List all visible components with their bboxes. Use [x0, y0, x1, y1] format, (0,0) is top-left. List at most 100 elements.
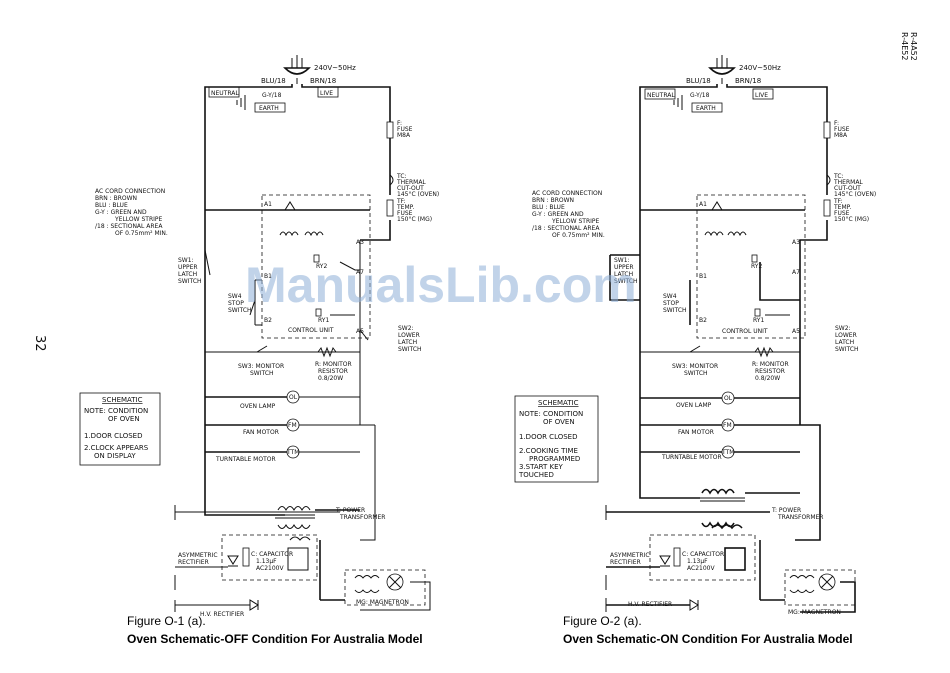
svg-text:OF 0.75mm² MIN.: OF 0.75mm² MIN. — [552, 232, 605, 239]
note-item-2b: PROGRAMMED — [529, 455, 580, 463]
turntable-motor-label: TURNTABLE MOTOR — [215, 456, 276, 463]
svg-text:LOWER: LOWER — [835, 332, 857, 339]
svg-text:BLU : BLUE: BLU : BLUE — [532, 204, 565, 211]
resistor-label: R: MONITOR RESISTOR 0.8/20W — [315, 361, 352, 382]
neutral-label: NEUTRAL — [211, 90, 239, 97]
svg-text:150°C (MG): 150°C (MG) — [834, 216, 869, 223]
terminal-a5: A5 — [356, 328, 364, 335]
gy18-label: G-Y/18 — [690, 92, 710, 99]
model-header: R-4A52 R-4E52 — [900, 32, 918, 61]
svg-text:M8A: M8A — [397, 132, 411, 139]
ttm-symbol: TTM — [721, 449, 734, 456]
svg-text:BRN : BROWN: BRN : BROWN — [95, 195, 137, 202]
svg-text:CUT-OUT: CUT-OUT — [834, 185, 861, 192]
sw2-label: SW2: LOWER LATCH SWITCH — [398, 325, 422, 353]
svg-text:G-Y : GREEN AND: G-Y : GREEN AND — [95, 209, 147, 216]
sw3-label: SW3: MONITOR SWITCH — [672, 363, 718, 377]
tf-label: TF: TEMP. FUSE 150°C (MG) — [833, 198, 869, 223]
transformer-label: T: POWER TRANSFORMER — [335, 507, 385, 521]
sw1-label: SW1: UPPER LATCH SWITCH — [614, 257, 638, 285]
plug-symbol — [708, 55, 736, 84]
sw4-label: SW4 STOP SWITCH — [663, 293, 687, 314]
svg-text:BRN : BROWN: BRN : BROWN — [532, 197, 574, 204]
ol-symbol: OL — [724, 395, 733, 402]
brn18-label: BRN/18 — [310, 77, 336, 85]
svg-text:M8A: M8A — [834, 132, 848, 139]
svg-text:SWITCH: SWITCH — [398, 346, 422, 353]
terminal-a7: A7 — [356, 269, 364, 276]
live-label: LIVE — [755, 92, 768, 99]
magnetron-label: MG: MAGNETRON — [356, 599, 409, 606]
svg-text:CUT-OUT: CUT-OUT — [397, 185, 424, 192]
relay-ry2: RY2 — [751, 263, 762, 270]
schematic-title: SCHEMATIC — [102, 396, 143, 404]
turntable-motor-label: TURNTABLE MOTOR — [661, 454, 722, 461]
terminal-b2: B2 — [264, 317, 272, 324]
svg-text:TEMP.: TEMP. — [396, 204, 414, 211]
svg-text:SW3: MONITOR: SW3: MONITOR — [238, 363, 284, 370]
fan-motor-label: FAN MOTOR — [678, 429, 714, 436]
tc-label: TC: THERMAL CUT-OUT 145°C (OVEN) — [396, 173, 439, 198]
live-label: LIVE — [320, 90, 333, 97]
svg-text:LATCH: LATCH — [178, 271, 197, 278]
svg-text:SW2:: SW2: — [835, 325, 851, 332]
note-condition: NOTE: CONDITION — [519, 410, 583, 418]
svg-text:/18 : SECTIONAL AREA: /18 : SECTIONAL AREA — [532, 225, 600, 232]
terminal-a1: A1 — [264, 201, 272, 208]
fm-symbol: FM — [723, 422, 732, 429]
svg-text:F:: F: — [834, 120, 839, 127]
svg-text:C: CAPACITOR: C: CAPACITOR — [682, 551, 724, 558]
svg-text:T: POWER: T: POWER — [771, 507, 801, 514]
terminal-b1: B1 — [699, 273, 707, 280]
tc-label: TC: THERMAL CUT-OUT 145°C (OVEN) — [833, 173, 876, 198]
magnetron-label: MG: MAGNETRON — [788, 609, 841, 616]
svg-text:THERMAL: THERMAL — [833, 179, 863, 186]
page-number: 32 — [32, 335, 47, 352]
earth-label: EARTH — [259, 105, 279, 112]
svg-text:STOP: STOP — [228, 300, 244, 307]
model-number-1: R-4A52 — [909, 32, 918, 61]
svg-text:STOP: STOP — [663, 300, 679, 307]
svg-text:0.8/20W: 0.8/20W — [755, 375, 780, 382]
terminal-b1: B1 — [264, 273, 272, 280]
svg-text:/18 : SECTIONAL AREA: /18 : SECTIONAL AREA — [95, 223, 163, 230]
svg-text:FUSE: FUSE — [834, 126, 850, 133]
svg-text:TC:: TC: — [396, 173, 407, 180]
supply-label: 240V~50Hz — [314, 64, 356, 72]
svg-text:F:: F: — [397, 120, 402, 127]
schematic-note-box — [79, 392, 161, 466]
svg-text:SW2:: SW2: — [398, 325, 414, 332]
svg-text:SW1:: SW1: — [614, 257, 630, 264]
supply-label: 240V~50Hz — [739, 64, 781, 72]
svg-text:RECTIFIER: RECTIFIER — [610, 559, 641, 566]
figure-caption-title: Oven Schematic-OFF Condition For Austral… — [127, 632, 423, 646]
svg-text:145°C (OVEN): 145°C (OVEN) — [834, 191, 876, 198]
ttm-symbol: TTM — [286, 449, 299, 456]
fuse-label: F: FUSE M8A — [834, 120, 850, 139]
plug-symbol — [283, 55, 311, 84]
svg-text:TRANSFORMER: TRANSFORMER — [339, 514, 385, 521]
svg-text:G-Y : GREEN AND: G-Y : GREEN AND — [532, 211, 584, 218]
hv-rectifier-label: H.V. RECTIFIER — [628, 601, 672, 608]
note-item-3: 3.START KEY — [519, 463, 564, 471]
svg-text:TC:: TC: — [833, 173, 844, 180]
note-item-3b: TOUCHED — [518, 471, 554, 479]
schematic-title: SCHEMATIC — [538, 399, 579, 407]
note-of-oven: OF OVEN — [108, 415, 140, 423]
svg-text:FUSE: FUSE — [834, 210, 850, 217]
svg-text:TF:: TF: — [396, 198, 406, 205]
svg-text:THERMAL: THERMAL — [396, 179, 426, 186]
svg-text:ASYMMETRIC: ASYMMETRIC — [178, 552, 218, 559]
transformer-label: T: POWER TRANSFORMER — [771, 507, 823, 521]
figure-on-condition: 240V~50Hz BLU/18 BRN/18 NEUTRAL LIVE G-Y… — [514, 55, 876, 646]
svg-text:YELLOW STRIPE: YELLOW STRIPE — [551, 218, 600, 225]
ol-symbol: OL — [289, 394, 298, 401]
svg-text:SW3: MONITOR: SW3: MONITOR — [672, 363, 718, 370]
figure-caption-number: Figure O-2 (a). — [563, 614, 642, 628]
asym-rectifier-label: ASYMMETRIC RECTIFIER — [178, 552, 218, 566]
svg-text:UPPER: UPPER — [178, 264, 198, 271]
oven-lamp-label: OVEN LAMP — [676, 402, 712, 409]
sw1-label: SW1: UPPER LATCH SWITCH — [178, 257, 202, 285]
svg-text:BLU : BLUE: BLU : BLUE — [95, 202, 128, 209]
svg-text:SWITCH: SWITCH — [614, 278, 638, 285]
